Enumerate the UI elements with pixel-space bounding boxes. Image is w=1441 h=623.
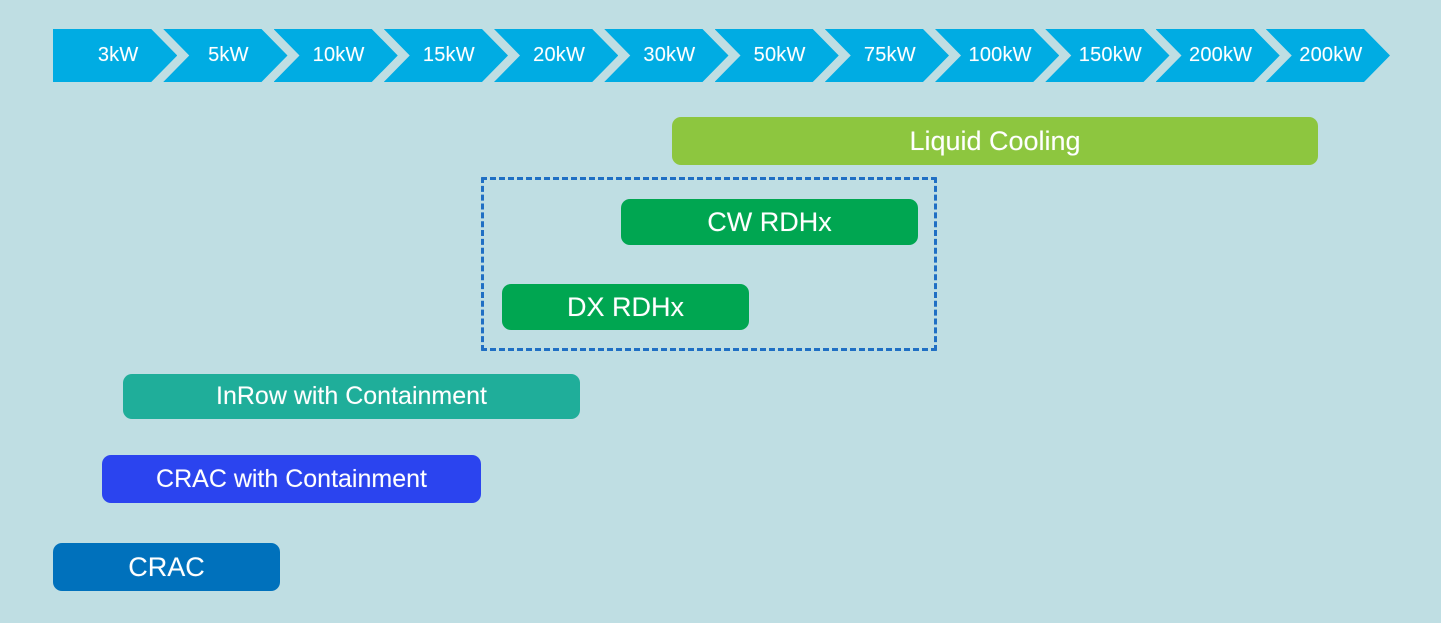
scale-step-label: 10kW: [312, 44, 365, 66]
scale-step-3kw: 3kW: [53, 29, 177, 82]
scale-step-label: 150kW: [1078, 44, 1142, 66]
bar-label: CRAC with Containment: [156, 464, 427, 493]
scale-step-200kw: 200kW: [1156, 29, 1280, 82]
chevron-shape-icon: [53, 29, 177, 82]
power-density-scale: 3kW 5kW 10kW 15kW 20kW 30kW 50kW 75kW 100kW 150kW…: [53, 29, 1390, 82]
scale-step-5kw: 5kW: [163, 29, 287, 82]
scale-step-label: 200kW: [1189, 44, 1253, 66]
scale-step-label: 100kW: [968, 44, 1032, 66]
scale-step-150kw: 150kW: [1045, 29, 1169, 82]
scale-step-label: 15kW: [422, 44, 475, 66]
bar-crac: CRAC: [53, 543, 280, 591]
scale-step-label: 5kW: [208, 44, 249, 66]
scale-step-30kw: 30kW: [604, 29, 728, 82]
scale-step-20kw: 20kW: [494, 29, 618, 82]
scale-step-label: 3kW: [97, 44, 139, 66]
bar-inrow-with-containment: InRow with Containment: [123, 374, 580, 419]
rdhx-grouping-box: [481, 177, 937, 351]
scale-step-label: 75kW: [863, 44, 916, 66]
scale-step-100kw: 100kW: [935, 29, 1059, 82]
scale-step-label: 20kW: [533, 44, 586, 66]
bar-label: CW RDHx: [707, 206, 832, 237]
scale-step-10kw: 10kW: [274, 29, 398, 82]
bar-liquid-cooling: Liquid Cooling: [672, 117, 1318, 165]
scale-step-200kw: 200kW: [1266, 29, 1390, 82]
bar-label: CRAC: [128, 551, 205, 582]
scale-step-label: 200kW: [1299, 44, 1363, 66]
scale-step-15kw: 15kW: [384, 29, 508, 82]
bar-label: Liquid Cooling: [909, 125, 1081, 156]
bar-cw-rdhx: CW RDHx: [621, 199, 918, 245]
bar-dx-rdhx: DX RDHx: [502, 284, 749, 330]
scale-step-50kw: 50kW: [715, 29, 839, 82]
bar-crac-with-containment: CRAC with Containment: [102, 455, 481, 503]
scale-step-label: 50kW: [753, 44, 806, 66]
scale-step-label: 30kW: [643, 44, 696, 66]
scale-step-75kw: 75kW: [825, 29, 949, 82]
bar-label: DX RDHx: [566, 291, 684, 322]
bar-label: InRow with Containment: [216, 382, 487, 410]
